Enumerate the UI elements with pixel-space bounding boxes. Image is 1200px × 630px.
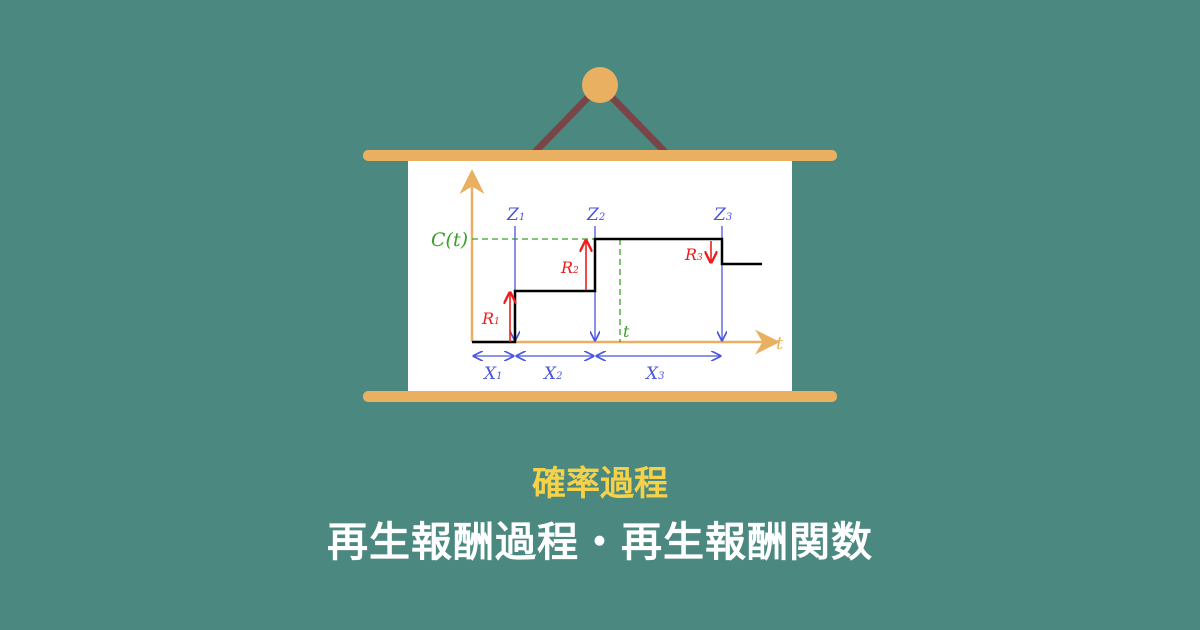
t-marker-label: t <box>623 322 630 341</box>
interval-label-2: X2 <box>542 364 562 384</box>
renewal-label-2: Z2 <box>586 205 605 225</box>
reward-label-2: R2 <box>560 258 579 277</box>
reward-label-1: R1 <box>481 309 500 328</box>
board-panel <box>408 158 792 394</box>
renewal-label-3: Z3 <box>713 205 732 225</box>
reward-step-function <box>472 237 762 344</box>
reward-label-3: R3 <box>684 245 703 264</box>
interval-label-3: X3 <box>644 364 664 384</box>
board-top-bar <box>363 150 837 161</box>
hanger-pin <box>582 67 618 103</box>
page-title: 再生報酬過程・再生報酬関数 <box>327 518 873 566</box>
board-bottom-bar <box>363 391 837 402</box>
hanger <box>532 67 668 155</box>
category-label: 確率過程 <box>532 464 668 504</box>
y-axis-label: C(t) <box>431 229 468 251</box>
interval-label-1: X1 <box>482 364 502 384</box>
x-axis-label: t <box>776 333 784 354</box>
renewal-label-1: Z1 <box>506 205 525 225</box>
